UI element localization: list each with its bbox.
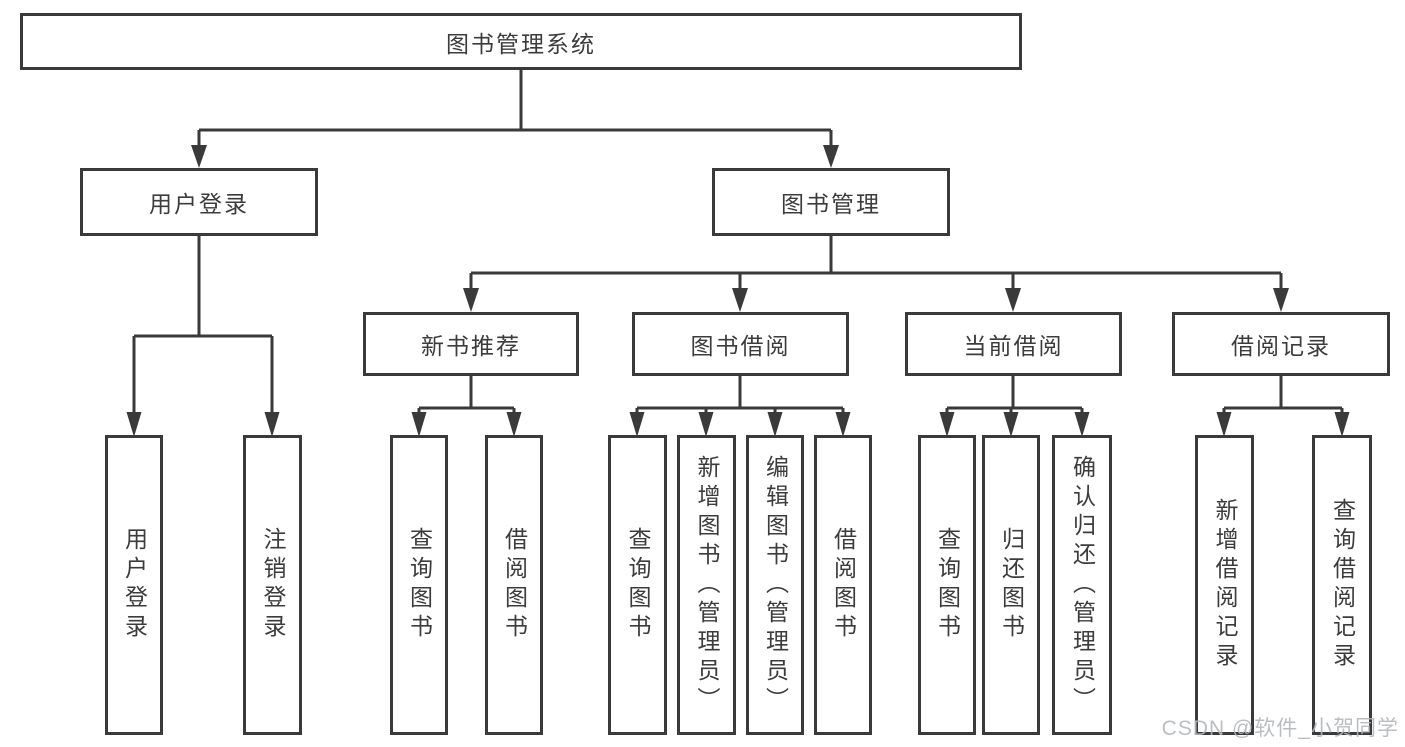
leaf-edit-book-admin: 编辑图书（管理员） (746, 435, 804, 735)
leaf-user-login: 用户登录 (105, 435, 163, 735)
leaf-query-books-current: 查询图书 (918, 435, 976, 735)
node-book-management: 图书管理 (712, 168, 950, 236)
node-new-book-recommendation: 新书推荐 (363, 312, 579, 376)
leaf-query-borrow-record: 查询借阅记录 (1312, 435, 1372, 735)
leaf-logout: 注销登录 (243, 435, 302, 735)
leaf-borrow-books-recommend: 借阅图书 (485, 435, 543, 735)
leaf-add-borrow-record: 新增借阅记录 (1195, 435, 1254, 735)
watermark: CSDN @软件_小贺同学 (1161, 717, 1399, 740)
node-label: 图书借阅 (690, 333, 791, 359)
node-label: 借阅图书 (830, 527, 857, 643)
leaf-add-book-admin: 新增图书（管理员） (677, 435, 736, 735)
node-label: 查询图书 (934, 527, 961, 643)
node-current-borrowing: 当前借阅 (905, 312, 1122, 376)
node-label: 新增借阅记录 (1212, 498, 1238, 672)
leaf-query-books-recommend: 查询图书 (390, 435, 448, 735)
node-label: 编辑图书（管理员） (762, 454, 789, 716)
node-user-login: 用户登录 (80, 168, 318, 236)
node-label: 查询图书 (406, 527, 433, 643)
node-book-borrowing: 图书借阅 (632, 312, 849, 376)
node-label: 新增图书（管理员） (694, 454, 720, 716)
node-label: 用户登录 (149, 191, 249, 217)
node-label: 确认归还（管理员） (1069, 454, 1096, 716)
leaf-confirm-return-admin: 确认归还（管理员） (1052, 435, 1112, 735)
node-label: 图书管理系统 (446, 30, 596, 57)
node-label: 用户登录 (121, 527, 148, 643)
node-label: 当前借阅 (963, 333, 1064, 359)
node-label: 查询图书 (625, 527, 651, 643)
node-library-management-system: 图书管理系统 (20, 13, 1022, 70)
node-label: 归还图书 (998, 527, 1025, 643)
leaf-return-books: 归还图书 (982, 435, 1040, 735)
node-label: 图书管理 (781, 191, 881, 217)
node-label: 借阅记录 (1231, 333, 1331, 359)
leaf-query-books-borrowing: 查询图书 (608, 435, 667, 735)
node-label: 注销登录 (260, 527, 286, 643)
node-label: 查询借阅记录 (1329, 498, 1356, 672)
leaf-borrow-books: 借阅图书 (814, 435, 872, 735)
node-label: 新书推荐 (421, 333, 521, 359)
node-label: 借阅图书 (501, 527, 528, 643)
node-borrowing-records: 借阅记录 (1172, 312, 1390, 376)
